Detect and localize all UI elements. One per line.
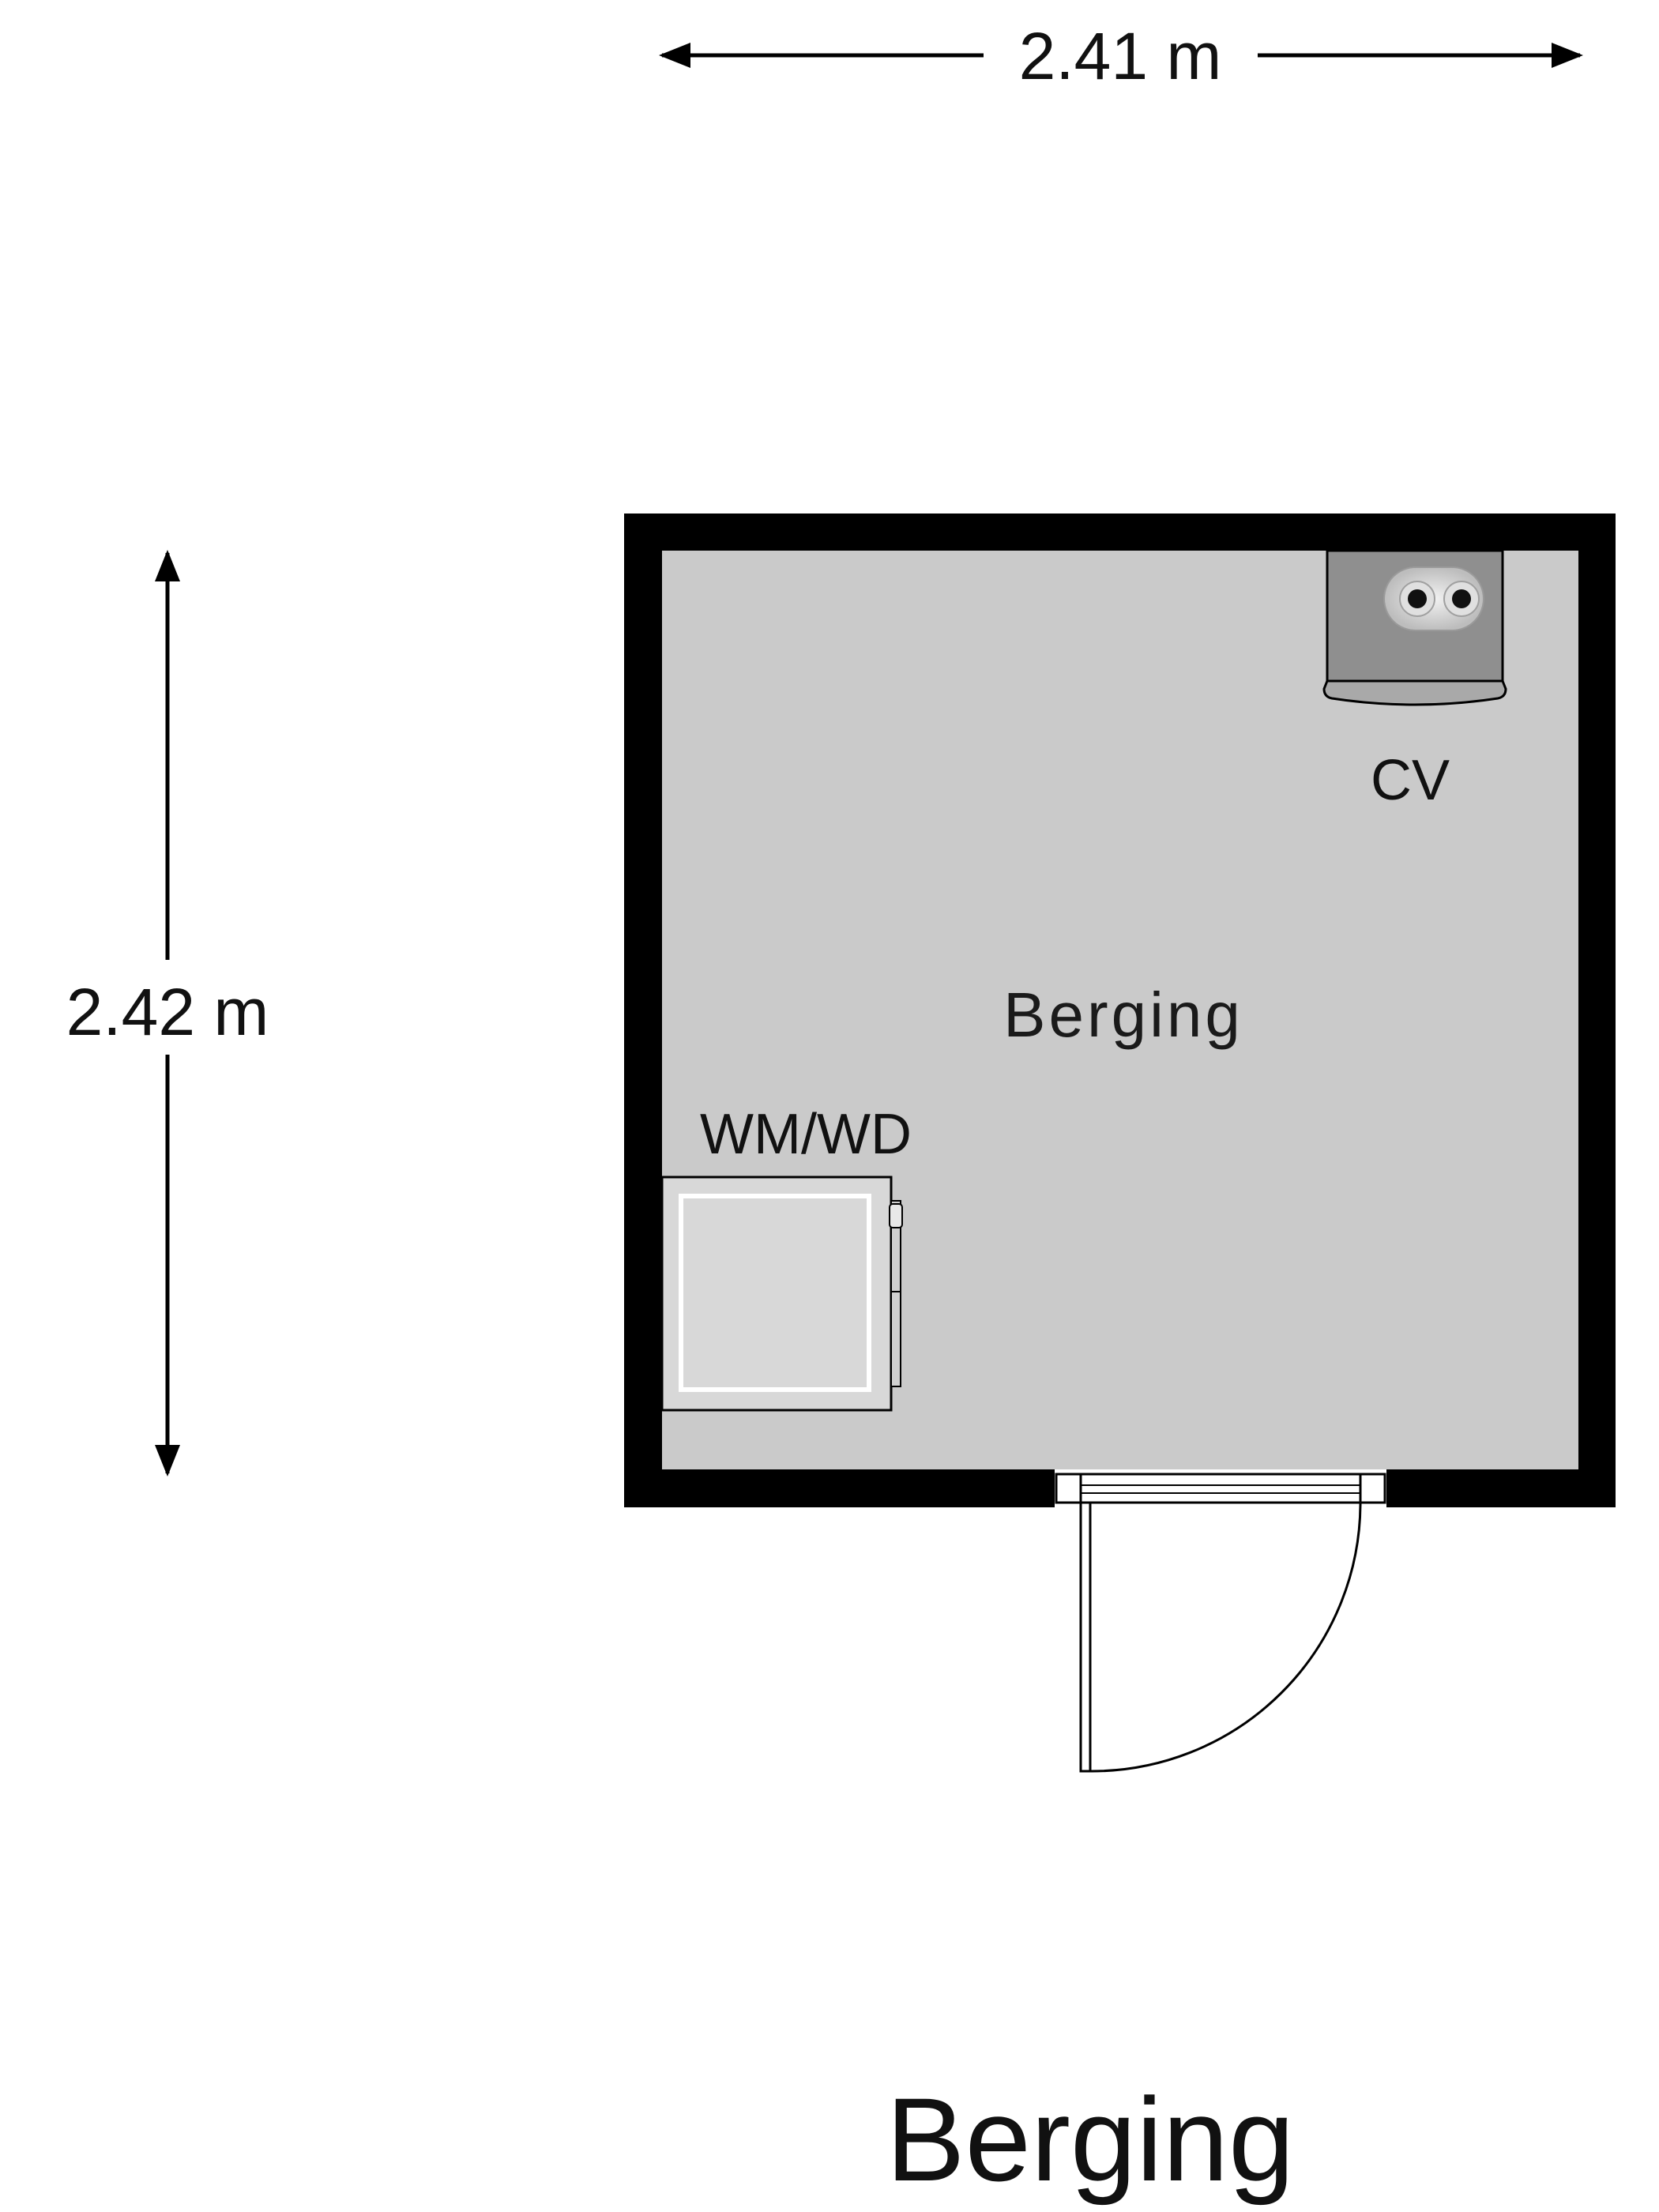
washer-control-panel	[890, 1200, 901, 1387]
boiler-label: CV	[1371, 749, 1450, 812]
door-opening	[1055, 1469, 1386, 1507]
washer-knob-icon	[889, 1203, 903, 1228]
boiler-fixture: CV	[1322, 549, 1507, 812]
boiler-front-panel	[1322, 679, 1507, 706]
height-dimension-label: 2.42 m	[66, 975, 269, 1049]
height-dimension: 2.42 m	[66, 550, 269, 1477]
width-dimension-label: 2.41 m	[1019, 19, 1222, 93]
boiler-pipe-right-hole	[1452, 589, 1471, 608]
width-dimension: 2.41 m	[659, 19, 1583, 93]
washer-dryer-label: WM/WD	[700, 1103, 912, 1166]
room-name-label: Berging	[1003, 980, 1243, 1050]
boiler-pipe-left-hole	[1408, 589, 1427, 608]
door	[1079, 1501, 1362, 1773]
page-title: Berging	[886, 2073, 1294, 2206]
door-leaf	[1079, 1501, 1092, 1773]
door-swing-arc	[1089, 1502, 1362, 1773]
washer-dryer-fixture: WM/WD	[660, 1103, 912, 1412]
door-frame	[1055, 1473, 1386, 1504]
washer-lid	[679, 1194, 871, 1392]
